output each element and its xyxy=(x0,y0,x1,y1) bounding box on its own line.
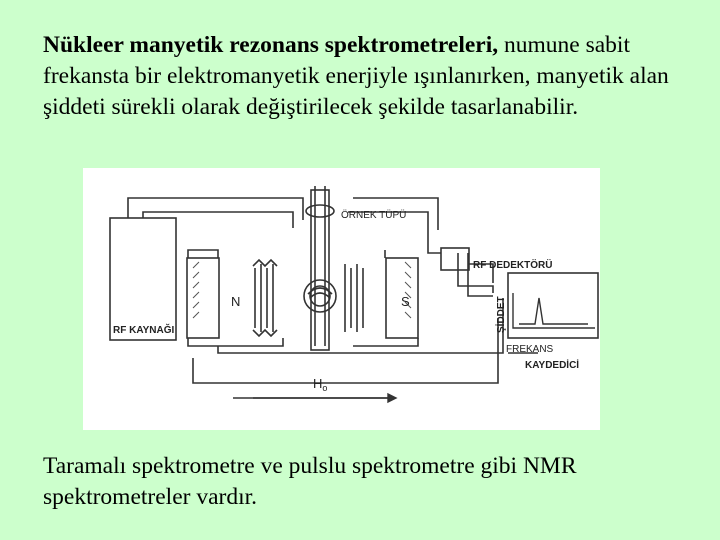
outro-paragraph: Taramalı spektrometre ve pulslu spektrom… xyxy=(43,453,577,510)
spectrum-trace xyxy=(519,297,588,325)
rf-detector-box xyxy=(440,247,470,271)
intro-paragraph: Nükleer manyetik rezonans spektrometrele… xyxy=(43,30,703,123)
magnet-pole-n xyxy=(186,257,220,339)
recorder-box xyxy=(507,272,599,339)
label-sample-tube: ÖRNEK TÜPÜ xyxy=(341,209,406,221)
label-field: Ho xyxy=(313,376,327,393)
label-rf-detector: RF DEDEKTÖRÜ xyxy=(473,258,552,271)
label-pole-s: S xyxy=(401,294,410,309)
intro-bold-term: Nükleer manyetik rezonans spektrometrele… xyxy=(43,32,499,58)
field-arrow-icon xyxy=(387,392,398,404)
rf-source-box xyxy=(109,217,177,341)
intro-text: numune sabit frekansta bir elektromanyet… xyxy=(43,32,669,120)
label-frequency: FREKANS xyxy=(506,344,554,355)
magnet-pole-s xyxy=(385,257,419,339)
wire-top-left xyxy=(127,197,304,220)
sample-tube xyxy=(310,189,330,351)
label-recorder: KAYDEDİCİ xyxy=(525,358,579,371)
label-intensity: ŞİDDET xyxy=(494,296,507,333)
wire-top-right xyxy=(353,197,439,230)
nmr-spectrometer-diagram: ÖRNEK TÜPÜ RF DEDEKTÖRÜ RF KAYNAĞI N S H… xyxy=(83,168,600,430)
rf-coil xyxy=(303,279,337,313)
label-rf-source: RF KAYNAĞI xyxy=(113,323,175,336)
label-pole-n: N xyxy=(231,294,240,309)
